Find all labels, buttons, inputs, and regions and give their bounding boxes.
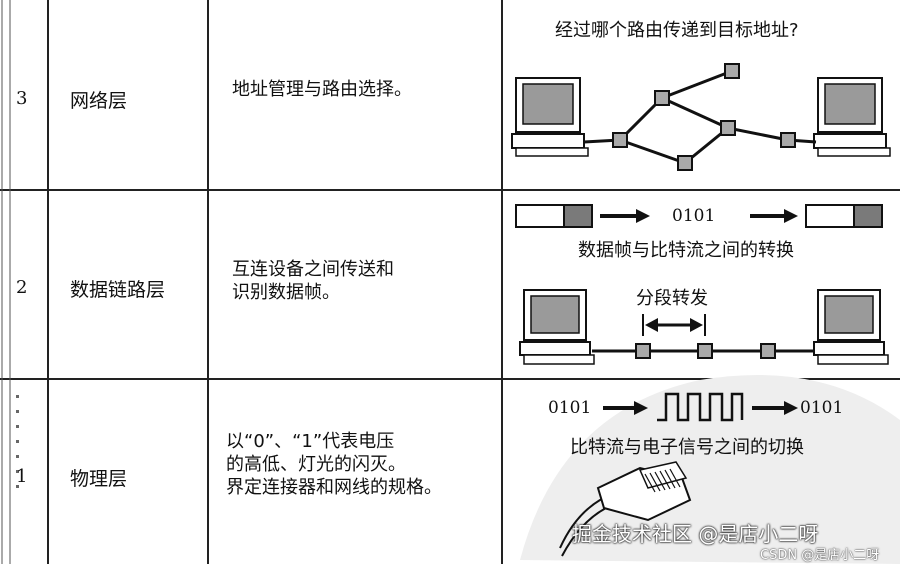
- layer-name-datalink: 数据链路层: [70, 279, 166, 301]
- desc-line: 识别数据帧。: [232, 282, 340, 303]
- desc-line: 的高低、灯光的闪灭。: [226, 454, 406, 475]
- caption-datalink: 数据帧与比特流之间的转换: [578, 240, 794, 261]
- segment-forward-diagram: [519, 289, 889, 365]
- caption-physical: 比特流与电子信号之间的切换: [570, 437, 804, 458]
- right-computer-icon: [813, 77, 891, 157]
- bits-out-value: 0101: [800, 398, 844, 418]
- rj45-connector-icon: [559, 461, 692, 557]
- watermark-juejin: 掘金技术社区 @是店小二呀: [572, 522, 819, 546]
- desc-line: 互连设备之间传送和: [232, 259, 394, 280]
- layer-desc-physical: 以“0”、“1”代表电压 的高低、灯光的闪灭。 界定连接器和网线的规格。: [226, 430, 442, 499]
- bits-in-value: 0101: [548, 398, 592, 418]
- layer-number-2: 2: [16, 277, 28, 298]
- layer-desc-datalink: 互连设备之间传送和 识别数据帧。: [232, 258, 394, 304]
- layer-desc-network: 地址管理与路由选择。: [232, 78, 412, 101]
- layer-number-1: 1: [16, 466, 28, 487]
- left-computer-icon: [511, 77, 589, 157]
- desc-line: 以“0”、“1”代表电压: [226, 431, 395, 452]
- desc-line: 地址管理与路由选择。: [232, 79, 412, 100]
- desc-line: 界定连接器和网线的规格。: [226, 477, 442, 498]
- layer-name-network: 网络层: [70, 90, 128, 112]
- layer-name-physical: 物理层: [70, 468, 128, 490]
- right-computer-icon-2: [813, 289, 889, 365]
- frame-bits-value: 0101: [672, 206, 716, 226]
- background-seal: [520, 375, 900, 564]
- frame-conversion-diagram: [515, 204, 883, 228]
- left-margin-lines: [1, 0, 11, 564]
- left-margin-dots: [16, 395, 19, 488]
- segment-label: 分段转发: [636, 288, 708, 309]
- left-computer-icon-2: [519, 289, 595, 365]
- network-route-diagram: [511, 63, 891, 171]
- layer-number-3: 3: [16, 88, 28, 109]
- signal-conversion-diagram: [603, 392, 798, 422]
- watermark-csdn: CSDN @是店小二呀: [760, 548, 880, 563]
- caption-network: 经过哪个路由传递到目标地址?: [555, 20, 799, 41]
